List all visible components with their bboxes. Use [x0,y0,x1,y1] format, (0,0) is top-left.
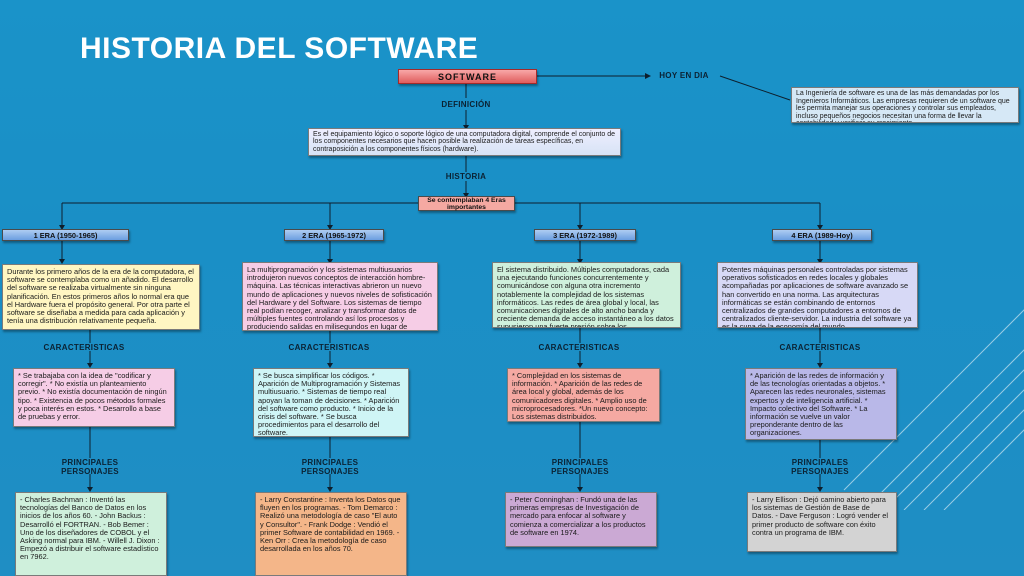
era-3-description-text: El sistema distribuido. Múltiples comput… [497,265,674,328]
era-1-people-text: - Charles Bachman : Inventó las tecnolog… [20,495,160,562]
era-1-personajes-label: PRINCIPALES PERSONAJES [61,458,119,476]
era-4-personajes-label: PRINCIPALES PERSONAJES [791,458,849,476]
era-1-people: - Charles Bachman : Inventó las tecnolog… [15,492,167,576]
software-node: SOFTWARE [398,69,537,84]
era-1-description-text: Durante los primero años de la era de la… [7,267,194,326]
era-1-header: 1 ERA (1950-1965) [2,229,129,241]
era-3-features-text: * Complejidad en los sistemas de informa… [512,371,648,422]
era-1-features: * Se trabajaba con la idea de "codificar… [13,368,175,427]
page-title: HISTORIA DEL SOFTWARE [80,32,479,65]
era-4-people: - Larry Ellison : Dejó camino abierto pa… [747,492,897,552]
era-1-description: Durante los primero años de la era de la… [2,264,200,330]
era-3-personajes-label: PRINCIPALES PERSONAJES [551,458,609,476]
era-2-people: - Larry Constantine : Inventa los Datos … [255,492,407,576]
era-2-header: 2 ERA (1965-1972) [284,229,384,241]
hoy-en-dia-text: La Ingeniería de software es una de las … [796,90,1010,122]
hoy-en-dia-box: La Ingeniería de software es una de las … [791,87,1019,123]
era-4-header: 4 ERA (1989-Hoy) [772,229,872,241]
era-2-features: * Se busca simplificar los códigos. * Ap… [253,368,409,437]
era-2-people-text: - Larry Constantine : Inventa los Datos … [260,495,401,554]
era-3-caracteristicas-label: CARACTERISTICAS [538,343,620,352]
era-1-features-text: * Se trabajaba con la idea de "codificar… [18,371,167,422]
era-3-people-text: - Peter Conninghan : Fundó una de las pr… [510,495,646,537]
era-2-caracteristicas-label: CARACTERISTICAS [288,343,370,352]
historia-label: HISTORIA [445,172,487,181]
era-1-caracteristicas-label: CARACTERISTICAS [43,343,125,352]
era-3-features: * Complejidad en los sistemas de informa… [507,368,660,422]
era-2-description: La multiprogramación y los sistemas mult… [242,262,438,331]
era-3-header: 3 ERA (1972-1989) [534,229,636,241]
era-2-personajes-label: PRINCIPALES PERSONAJES [301,458,359,476]
era-4-description-text: Potentes máquinas personales controladas… [722,265,912,328]
definicion-label: DEFINICIÓN [441,100,491,109]
era-4-description: Potentes máquinas personales controladas… [717,262,918,328]
era-4-features-text: * Aparición de las redes de información … [750,371,886,438]
era-4-caracteristicas-label: CARACTERISTICAS [779,343,861,352]
hoy-en-dia-label: HOY EN DIA [659,71,709,80]
era-3-description: El sistema distribuido. Múltiples comput… [492,262,681,328]
era-4-people-text: - Larry Ellison : Dejó camino abierto pa… [752,495,888,537]
era-2-description-text: La multiprogramación y los sistemas mult… [247,265,432,331]
era-2-features-text: * Se busca simplificar los códigos. * Ap… [258,371,401,437]
era-3-people: - Peter Conninghan : Fundó una de las pr… [505,492,657,547]
definicion-text: Es el equipamiento lógico o soporte lógi… [313,131,615,153]
definicion-box: Es el equipamiento lógico o soporte lógi… [308,128,621,156]
era-4-features: * Aparición de las redes de información … [745,368,897,440]
eras-node: Se contemplaban 4 Eras importantes [418,196,515,211]
